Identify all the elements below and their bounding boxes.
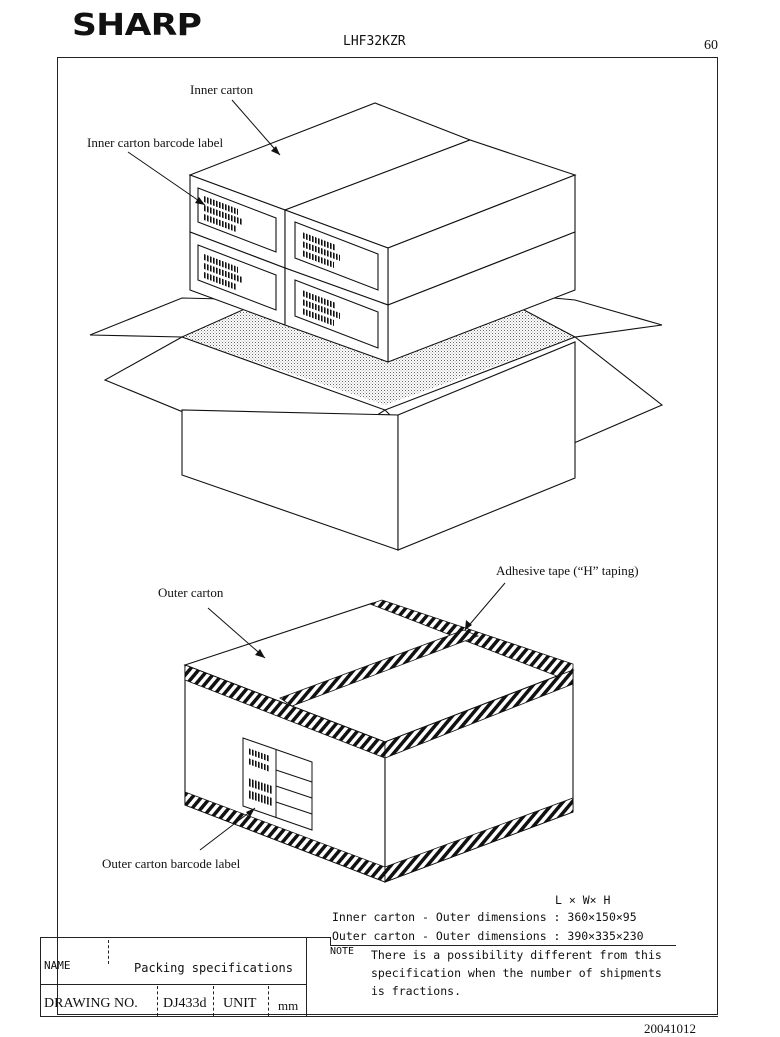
unit-label: UNIT — [223, 996, 257, 1011]
note-line-3: is fractions. — [371, 984, 462, 998]
arrow-head — [246, 808, 255, 817]
arrow-head — [255, 649, 265, 658]
title-block-top-right — [330, 945, 676, 947]
sharp-logo: SHARP — [72, 8, 202, 43]
drawing-frame — [57, 57, 718, 1015]
outer-carton-label — [242, 737, 313, 831]
note-line-1: There is a possibility different from th… — [371, 948, 662, 962]
callout-inner-carton-barcode-label: Inner carton barcode label — [87, 135, 224, 150]
drawing-no-label: DRAWING NO. — [44, 996, 138, 1011]
arrow-head — [465, 620, 472, 630]
leader-lines-top — [127, 99, 281, 206]
name-label: NAME — [44, 959, 71, 972]
title-block-mid — [40, 984, 306, 986]
callout-inner-carton: Inner carton — [190, 82, 254, 97]
title-block-bottom — [40, 1016, 718, 1018]
outer-label-barcodes — [248, 748, 272, 806]
callout-adhesive-tape: Adhesive tape (“H” taping) — [496, 563, 639, 578]
callout-outer-carton: Outer carton — [158, 585, 224, 600]
part-number: LHF32KZR — [343, 34, 406, 49]
unit-value: mm — [278, 998, 299, 1013]
adhesive-tape — [184, 599, 574, 883]
dash-divider — [213, 986, 214, 1016]
dimensions-heading: L × W× H — [555, 893, 611, 907]
dimensions-inner: Inner carton - Outer dimensions : 360×15… — [332, 910, 637, 924]
title-block-divider-2 — [330, 937, 332, 945]
title-block-divider — [306, 937, 308, 1017]
dash-divider — [157, 986, 158, 1016]
arrow-head — [271, 146, 280, 155]
arrow-head — [195, 197, 205, 205]
dash-divider — [108, 940, 109, 964]
leader-lines-bottom — [199, 582, 506, 851]
title-block-top-left — [40, 937, 330, 939]
dash-divider — [268, 986, 269, 1016]
note-label: NOTE — [330, 946, 355, 957]
inner-carton-stack — [188, 102, 577, 363]
callout-outer-carton-barcode-label: Outer carton barcode label — [102, 856, 241, 871]
document-id: 20041012 — [644, 1021, 696, 1036]
inner-carton-barcodes — [204, 196, 340, 326]
note-line-2: specification when the number of shipmen… — [371, 966, 662, 980]
page-number: 60 — [704, 38, 718, 53]
dimensions-outer: Outer carton - Outer dimensions : 390×33… — [332, 929, 644, 943]
drawing-no-value: DJ433d — [163, 996, 207, 1011]
title-block-left — [40, 937, 42, 1017]
name-value: Packing specifications — [134, 961, 293, 975]
